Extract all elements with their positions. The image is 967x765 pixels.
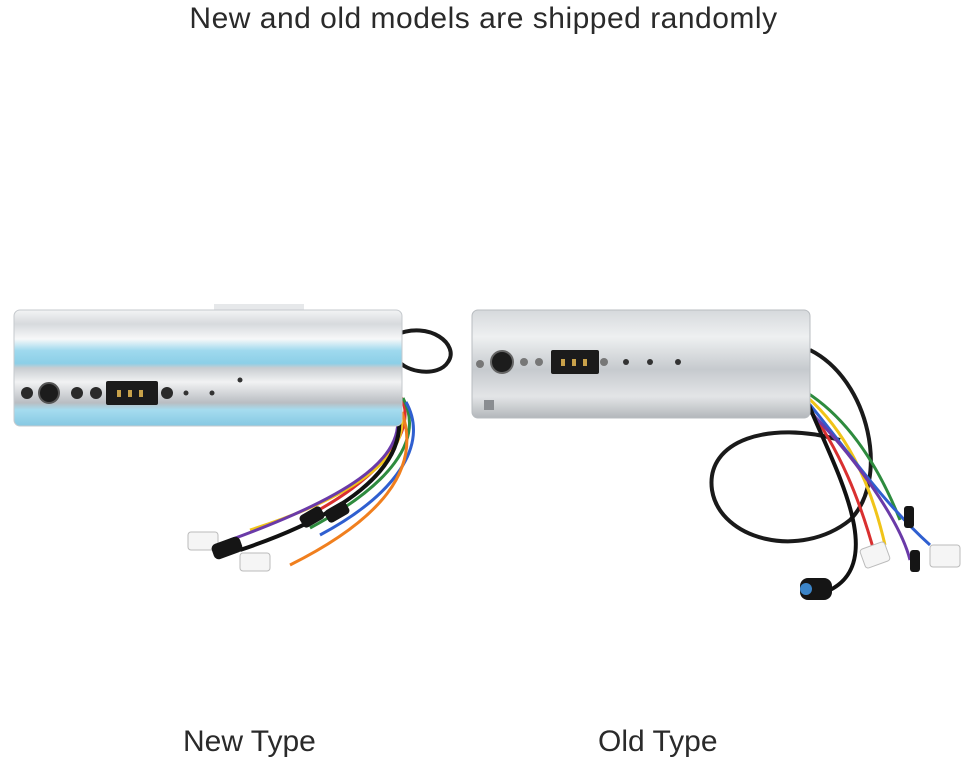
headline: New and old models are shipped randomly — [189, 2, 778, 35]
new-type-label: New Type — [183, 725, 316, 758]
old-type-controller — [471, 309, 961, 600]
old-type-label: Old Type — [598, 725, 718, 758]
new-type-controller — [13, 304, 453, 572]
